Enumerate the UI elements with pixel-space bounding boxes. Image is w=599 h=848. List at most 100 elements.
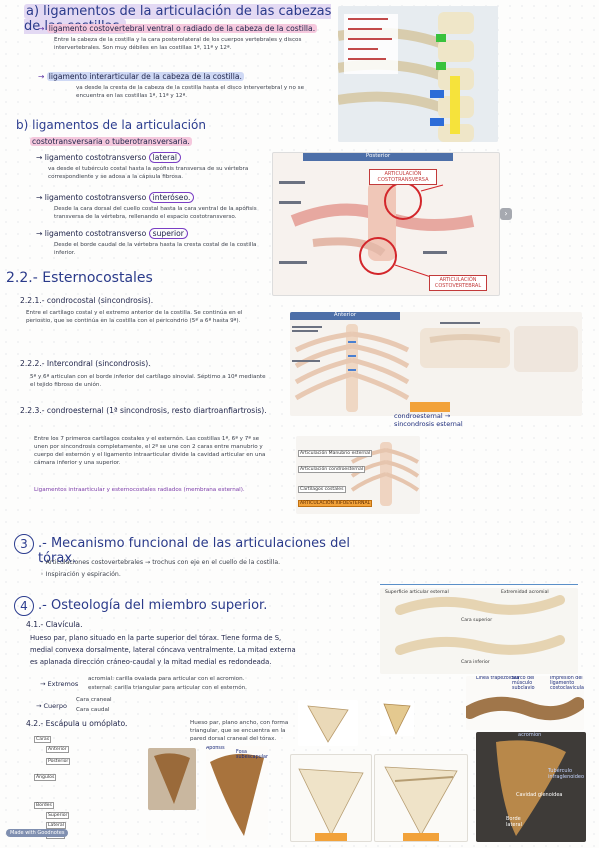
scap-label-borde-lateral: Borde lateral [506,816,522,828]
tree-lateral: Lateral [46,822,66,829]
lig-lateral-title: → ligamento costotransverso lateral [36,152,276,163]
costotransverse-figure: Posterior ARTICULACIÓN COSTOTRANSVERSA A… [272,152,500,296]
scapula-photo-1 [148,748,196,810]
chevron-right-icon[interactable]: › [500,208,512,220]
scapula-small-figure [380,700,414,736]
clavicle-figure: Superficie articular esternal Extremidad… [380,588,578,674]
extremo-acromial: acromial: carilla ovalada para articular… [88,676,245,682]
clavicle-photo: Línea trapezoidea Surco del músculo subc… [466,676,584,730]
clav-label-esternal: Superficie articular esternal [385,590,449,595]
tree-caras: Caras [34,736,52,743]
clav-label-superior: Cara superior [461,618,493,623]
scap-label-acromion: acromion [518,732,542,738]
scapula-anterior-diagram [290,754,372,842]
fig4-box-xifoesternal: ARTICULACIÓN XIFOESTERNAL [298,500,373,507]
section-3-bullet-1-text: Articulaciones costovertebrales → trochu… [45,559,281,566]
section-b-title: b) ligamentos de la articulación [16,118,206,132]
extremo-esternal: esternal: carilla triangular para articu… [88,685,247,691]
section-4-number: 4 [14,596,34,616]
lig-superior-word: superior [148,228,188,239]
tree-superior: Superior [46,812,70,819]
lig-lateral-text: va desde el tubérculo costal hasta la ap… [48,166,249,181]
scap-label-infraglenoideo: Tubérculo infraglenoideo [548,768,585,780]
cara-caudal: Cara caudal [76,707,110,713]
divider [380,584,578,585]
section-3-number: 3 [14,534,34,554]
photo-label-subclavio: Surco del músculo subclavio [512,676,535,691]
item1-text: Entre la cabeza de la costilla y la cara… [54,37,302,52]
clavicle-text-2: medial convexa dorsalmente, lateral cónc… [30,646,296,654]
spine-illustration [338,6,498,142]
scapula-posterior-diagram [374,754,468,842]
section-4-title: .- Osteología del miembro superior. [38,598,268,613]
section-3-title: .- Mecanismo funcional de las articulaci… [38,536,350,566]
scapula-3d-figure [298,700,358,746]
costotransverse-illustration [279,181,475,278]
section-3-bullet-1: ◦ Articulaciones costovertebrales → troc… [40,559,281,566]
fig2-box-costovertebral: ARTICULACIÓN COSTOVERTEBRAL [429,275,487,291]
section-3-bullet-2: ◦ Inspiración y espiración. [40,571,121,578]
lig-lateral-prefix: ligamento costotransverso [44,153,147,162]
clav-label-inferior: Cara inferior [461,660,490,665]
clavicle-illustration [395,595,565,655]
lig-lateral-word: lateral [148,152,181,163]
scapula-anterior-shape [298,768,364,841]
scap2-label-apofisis: Apófisis [206,746,225,751]
scapula-photo-1-shape [154,753,190,804]
extremos-text: Extremos [47,680,79,688]
lig-superior-title: → ligamento costotransverso superior [36,228,276,239]
fig4-label-manubrio: Articulación Manubrio esternal [298,450,373,457]
scapula-posterior-shape [384,766,458,841]
scapula-small-shape [383,703,411,735]
scapula-text: Hueso par, plano ancho, con forma triang… [190,720,289,743]
scapula-tree: Caras Anterior Posterior Ángulos Bordes … [34,736,144,840]
photo-label-costoclavicular: Impresión del ligamento costoclavicular [550,676,584,691]
cara-craneal: Cara craneal [76,697,112,703]
lig-superior-prefix: ligamento costotransverso [44,229,147,238]
lig-superior-text: Desde el borde caudal de la vértebra has… [54,242,257,257]
scapula-photo-3-shape [496,740,566,836]
scapula-3d-shape [307,705,349,743]
tree-angulos: Ángulos [34,774,57,781]
scapula-photo-2-shape [210,753,264,836]
s223-text: Entre los 7 primeros cartílagos costales… [34,436,266,467]
clav-label-acromial: Extremidad acromial [501,590,549,595]
scap-label-glenoidea: Cavidad glenoidea [516,792,563,798]
lig-interoseo-title: → ligamento costotransverso interóseo. [36,192,276,203]
tree-posterior: Posterior [46,758,71,765]
clavicle-text-3: es aplanada dirección cráneo-caudal y la… [30,658,272,666]
scapula-title: 4.2.- Escápula u omóplato. [26,719,128,728]
cuerpo-label: → Cuerpo [36,702,67,710]
s223-extra: Ligamentos intraarticular y esternocosta… [34,487,245,493]
fig3-callout: condroesternal → sincondrosis esternal [394,412,463,428]
s221-text: Entre el cartílago costal y el extremo a… [26,310,243,325]
tree-bordes: Bordes [34,802,54,809]
item2-text: va desde la cresta de la cabeza de la co… [76,85,305,100]
section-3-bullet-2-text: Inspiración y espiración. [45,571,121,578]
lig-interoseo-word: interóseo. [148,192,195,203]
scapula-photo-3: acromion Cavidad glenoidea Tubérculo inf… [476,732,586,842]
tree-anterior: Anterior [46,746,69,753]
item1-title: → ligamento costovertebral ventral o rad… [38,24,318,33]
s221-title: 2.2.1.- condrocostal (sincondrosis). [20,296,154,305]
clavicle-text-1: Hueso par, plano situado en la parte sup… [30,634,282,642]
s222-text: 5ª y 6ª articulan con el borde inferior … [30,374,266,389]
sternum-figure: Articulación Manubrio esternal Articulac… [296,436,420,514]
scap2-label-fosa: Fosa subescapular [236,750,268,760]
fig4-label-cartilagos: Cartílagos costales [298,486,346,493]
spine-ligaments-figure [338,6,498,142]
cuerpo-text: Cuerpo [43,702,67,710]
sternum-illustration [350,442,420,506]
clavicle-title: 4.1.- Clavícula. [26,620,83,629]
fig2-header: Posterior [303,153,453,161]
fig4-label-condroesternal: Articulación condroesternal [298,466,366,473]
section-22-title: 2.2.- Esternocostales [6,270,153,286]
item2-title: → ligamento interarticular de la cabeza … [38,72,244,81]
extremos-label: → Extremos [40,680,79,688]
scapula-photo-2: Apófisis Fosa subescapular [206,746,268,840]
s222-title: 2.2.2.- Intercondral (sincondrosis). [20,359,151,368]
item2-title-text: ligamento interarticular de la cabeza de… [46,72,244,81]
item1-title-text: ligamento costovertebral ventral o radia… [46,24,318,33]
fig3-header: Anterior [290,312,400,320]
